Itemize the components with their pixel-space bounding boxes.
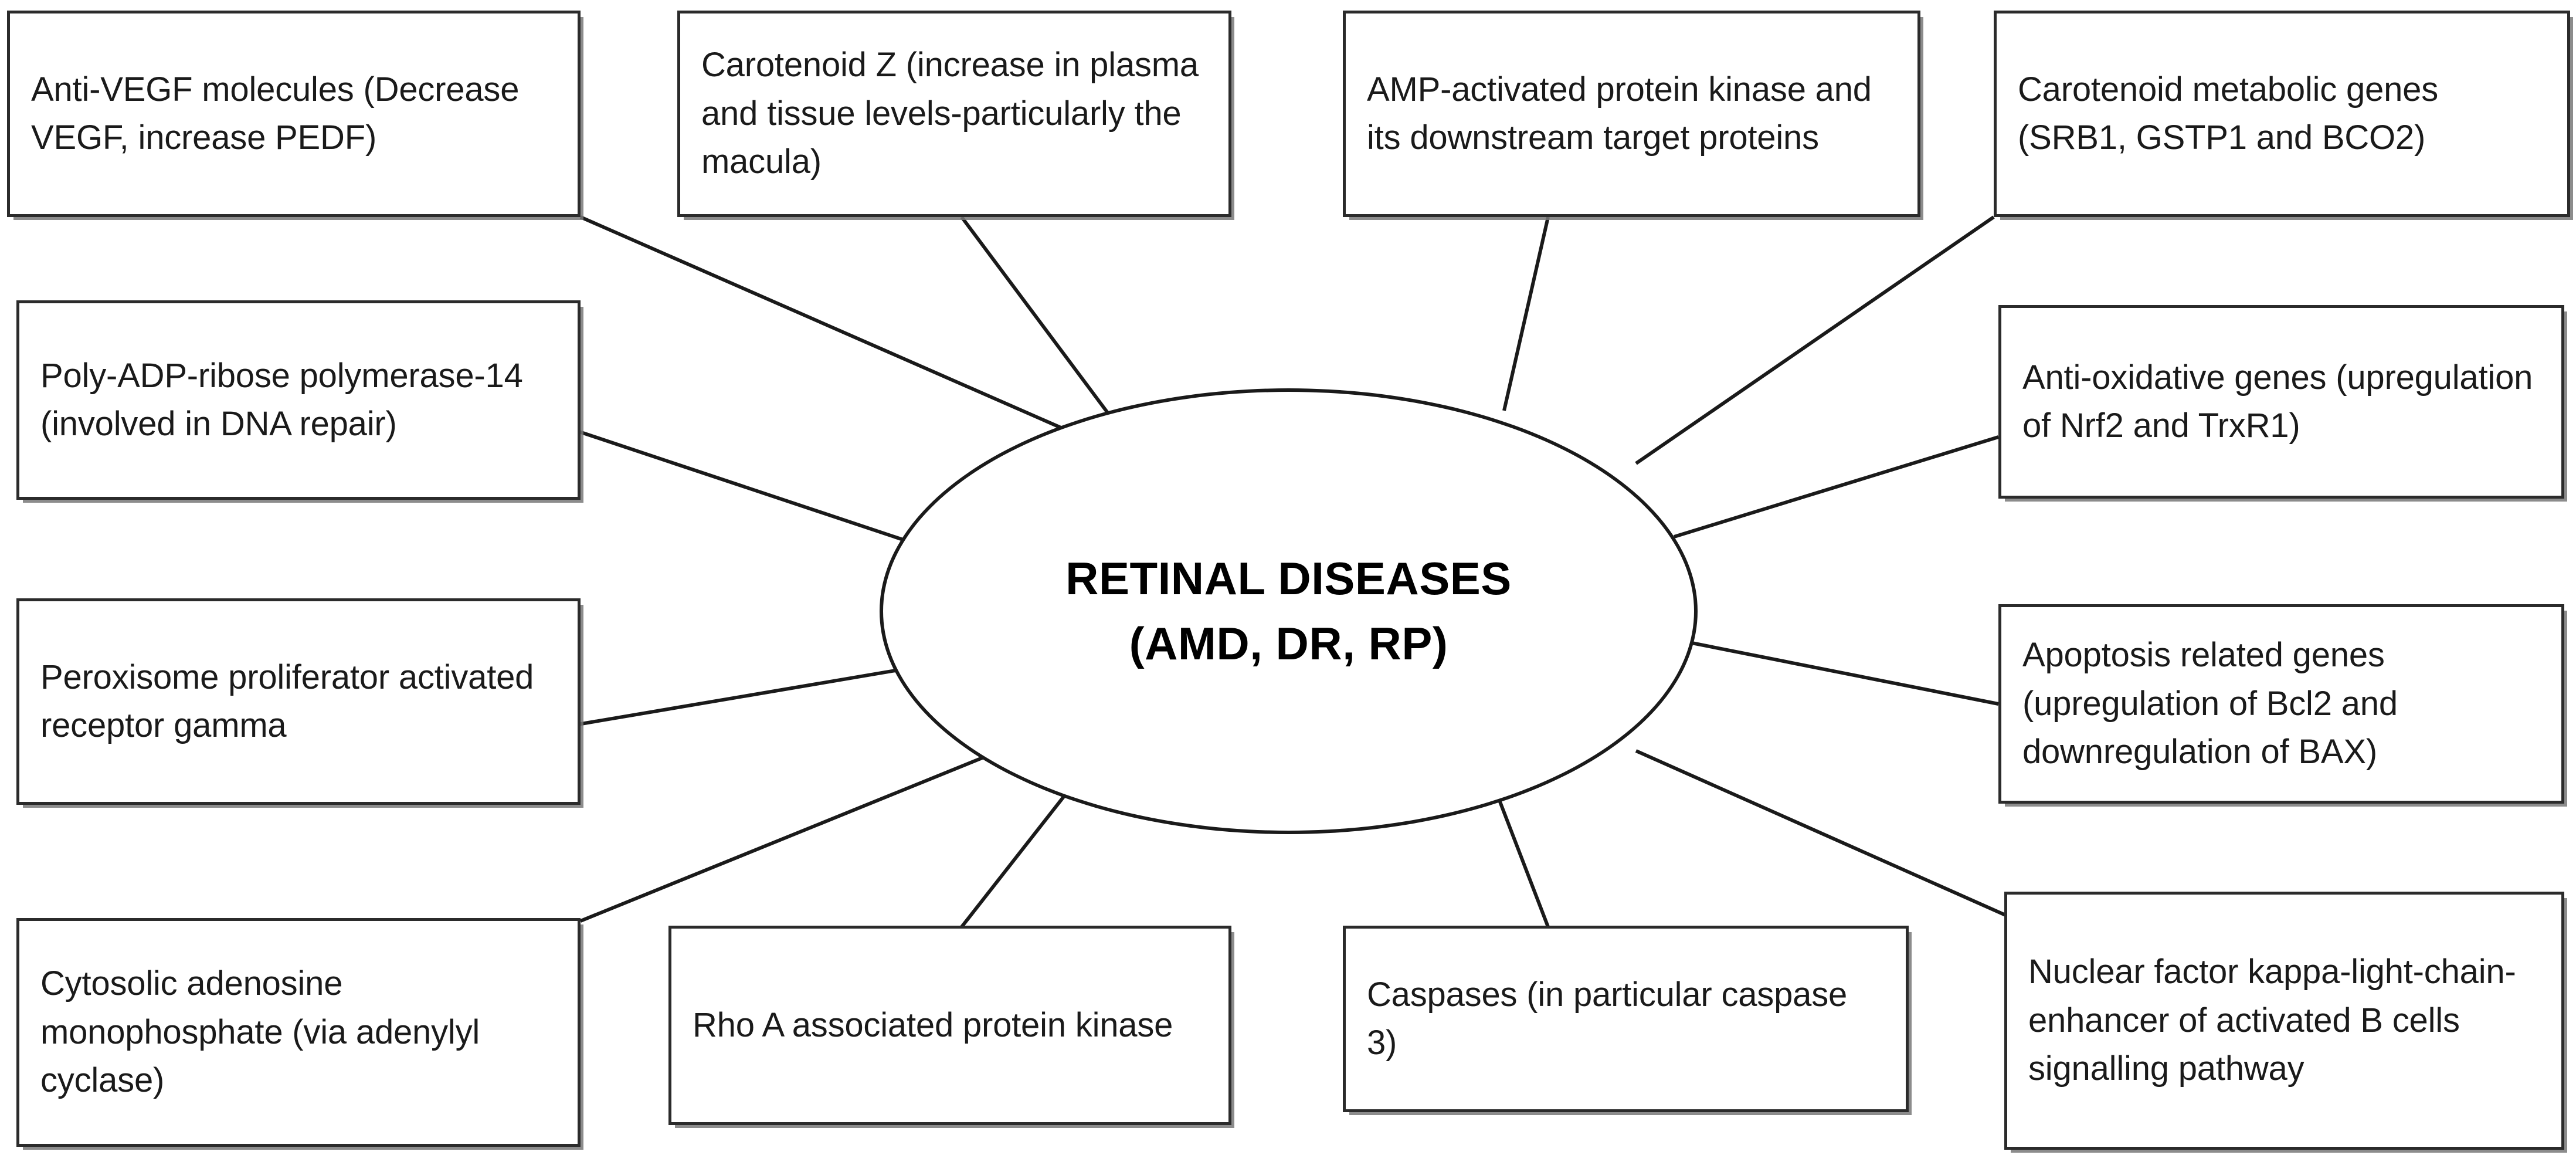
node-label: Caspases (in particular caspase 3) [1367,975,1848,1062]
node-parp-14[interactable]: Poly-ADP-ribose polymerase-14 (involved … [16,300,581,500]
node-anti-vegf-molecules[interactable]: Anti-VEGF molecules (Decrease VEGF, incr… [7,11,581,217]
node-label: AMP-activated protein kinase and its dow… [1367,70,1872,157]
node-label: Apoptosis related genes (upregulation of… [2022,636,2398,771]
node-label: Peroxisome proliferator activated recept… [40,658,534,744]
node-amp-activated-protein-kinase[interactable]: AMP-activated protein kinase and its dow… [1343,11,1920,217]
connector-cytosolic-camp [579,755,986,923]
node-label: Cytosolic adenosine monophosphate (via a… [40,964,480,1100]
node-label: Nuclear factor kappa-light-chain-enhance… [2028,953,2516,1088]
connector-rho-a-kinase [960,776,1081,928]
node-label: Carotenoid metabolic genes (SRB1, GSTP1 … [2018,70,2439,157]
connector-amp-activated-protein-kinase [1502,216,1550,411]
connector-carotenoid-metabolic-genes [1635,215,1995,465]
node-ppar-gamma[interactable]: Peroxisome proliferator activated recept… [16,598,581,805]
node-label: Rho A associated protein kinase [693,1005,1173,1044]
node-cytosolic-camp[interactable]: Cytosolic adenosine monophosphate (via a… [16,918,581,1147]
center-title-line-1: RETINAL DISEASES [1065,553,1512,605]
connector-parp-14 [577,429,921,547]
connector-anti-oxidative-genes [1674,435,1999,539]
node-anti-oxidative-genes[interactable]: Anti-oxidative genes (upregulation of Nr… [1998,305,2564,499]
node-label: Poly-ADP-ribose polymerase-14 (involved … [40,356,523,443]
node-carotenoid-z[interactable]: Carotenoid Z (increase in plasma and tis… [677,11,1231,217]
connector-nf-kappa-b [1635,749,2007,917]
node-caspases[interactable]: Caspases (in particular caspase 3) [1343,926,1909,1112]
connector-anti-vegf-molecules [579,215,1104,448]
connector-ppar-gamma [577,667,907,726]
node-label: Anti-oxidative genes (upregulation of Nr… [2022,358,2533,445]
node-apoptosis-related-genes[interactable]: Apoptosis related genes (upregulation of… [1998,604,2564,804]
node-label: Anti-VEGF molecules (Decrease VEGF, incr… [31,70,520,157]
center-hub-ellipse[interactable]: RETINAL DISEASES (AMD, DR, RP) [880,388,1698,834]
node-carotenoid-metabolic-genes[interactable]: Carotenoid metabolic genes (SRB1, GSTP1 … [1994,11,2570,217]
node-rho-a-kinase[interactable]: Rho A associated protein kinase [668,926,1231,1125]
center-title-line-2: (AMD, DR, RP) [1129,618,1448,669]
connector-carotenoid-z [960,216,1110,415]
node-nf-kappa-b[interactable]: Nuclear factor kappa-light-chain-enhance… [2004,892,2564,1150]
node-label: Carotenoid Z (increase in plasma and tis… [701,46,1199,181]
connector-apoptosis-related-genes [1688,641,1999,706]
